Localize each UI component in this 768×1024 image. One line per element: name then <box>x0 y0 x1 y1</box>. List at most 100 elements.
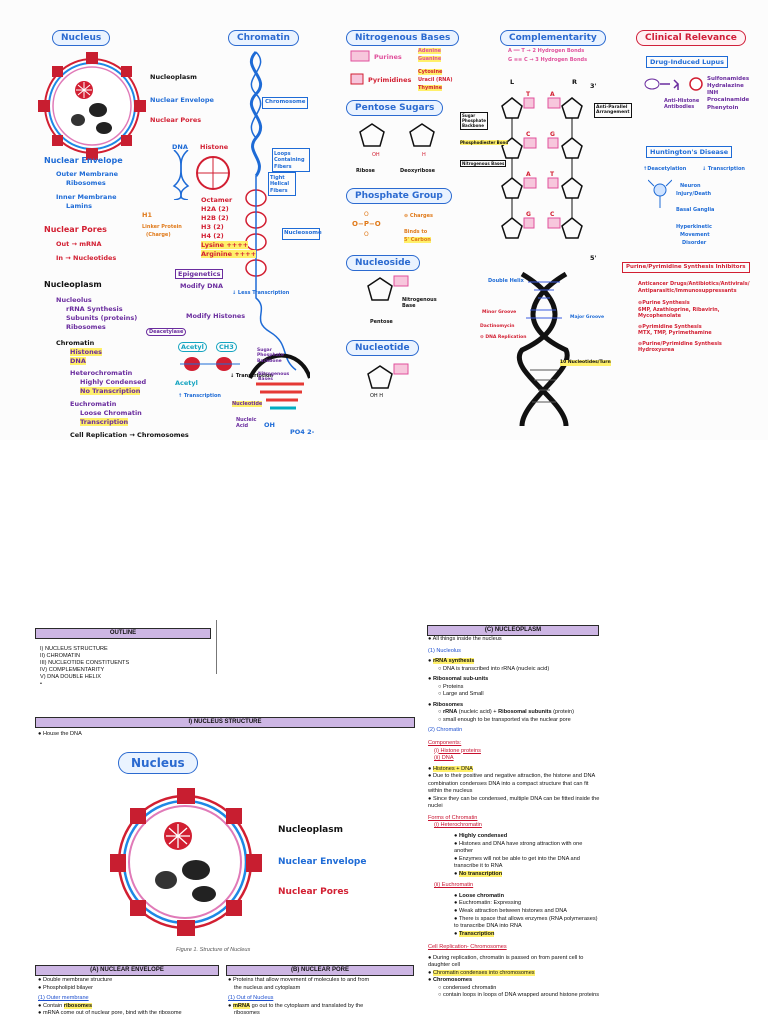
double-helix-diagram <box>516 271 570 427</box>
base-letter-6: T <box>550 171 555 178</box>
pyrimidine-icon <box>350 73 364 85</box>
dna-helix-small <box>172 150 190 200</box>
pentose-label: Pentose <box>370 319 393 325</box>
svg-text:O: O <box>364 231 369 238</box>
plasm-cell-rep: Cell Replication → Chromosomes <box>70 431 189 439</box>
plasm-subunits: Subunits (proteins) <box>66 314 138 322</box>
hd-basal: Basal Ganglia <box>676 207 715 213</box>
nucleoside-title: Nucleoside <box>346 255 420 271</box>
chromatin-title: Chromatin <box>228 30 299 46</box>
chromatin-diagram <box>245 50 310 410</box>
histone-h2a: H2A (2) <box>201 205 229 213</box>
pentose-title: Pentose Sugars <box>346 100 444 116</box>
phosphodiester-label: Phosphodiester Bond <box>460 140 509 145</box>
plasm-histones: Histones <box>70 348 103 357</box>
nucleotides-turn-label: 10 Nucleotides/Turn <box>560 360 611 366</box>
plasm-highly: Highly Condensed <box>80 378 147 386</box>
base-letter-3: C <box>526 131 531 138</box>
plasm-eu: Euchromatin <box>70 400 117 408</box>
pore-header: (B) NUCLEAR PORE <box>226 965 414 976</box>
pp-items: Anticancer Drugs/Antibiotics/Antivirals/… <box>638 281 750 353</box>
svg-text:O: O <box>364 211 369 218</box>
cytosine-label: Cytosine <box>418 69 443 76</box>
hd-deacetylation: ↑Deacetylation <box>643 166 687 172</box>
nitrogenous-bases-box: Nitrogenous Bases <box>460 160 507 167</box>
house-dna-line: ● House the DNA <box>38 731 82 737</box>
figure-nucleus-title: Nucleus <box>118 752 198 774</box>
svg-text:OH H: OH H <box>370 393 383 398</box>
envelope-ribosomes: Ribosomes <box>66 179 106 187</box>
acetyl-label-2: Acetyl <box>175 379 198 387</box>
nucleoplasm-label: Nucleoplasm <box>150 73 197 81</box>
adenine-label: Adenine <box>418 48 442 55</box>
epigenetics-label: Epigenetics <box>175 269 224 280</box>
purine-icon <box>350 50 370 62</box>
plasm-ribosomes: Ribosomes <box>66 323 106 331</box>
envelope-lamins: Lamins <box>66 202 93 210</box>
strand-l: L <box>510 78 515 86</box>
less-tx-label: ↓ Less Transcription <box>232 290 290 296</box>
pair-at: A ══ T → 2 Hydrogen Bonds <box>508 48 585 54</box>
strand-r: R <box>572 78 578 86</box>
modify-dna-label: Modify DNA <box>180 282 224 290</box>
lupus-antibody-icon <box>644 77 703 91</box>
pores-in: In → Nucleotides <box>56 254 117 262</box>
po4-label: PO4 2- <box>290 428 315 436</box>
base-letter-1: T <box>526 91 531 98</box>
complementarity-title: Complementarity <box>500 30 606 46</box>
nucleosome-label: Nucleosome <box>284 230 322 236</box>
acetyl-label: Acetyl <box>178 342 207 353</box>
uracil-label: Uracil (RNA) <box>418 77 453 83</box>
hd-transcription: ↓ Transcription <box>702 166 745 172</box>
envelope-outer: Outer Membrane <box>56 170 119 178</box>
plasm-hetero: Heterochromatin <box>70 369 133 377</box>
histone-octamer-icon <box>196 156 230 190</box>
hd-hyperkinetic: Hyperkinetic <box>676 224 712 230</box>
purines-label: Purines <box>374 53 402 61</box>
nucleotide-diagram: OH H <box>367 363 409 398</box>
modify-histones-label: Modify Histones <box>186 312 246 320</box>
pair-gc: G ≡≡ C → 3 Hydrogen Bonds <box>508 57 588 63</box>
ribose-label: Ribose <box>356 168 375 174</box>
chromosome-label: Chromosome <box>265 99 306 105</box>
envelope-head: Nuclear Envelope <box>44 156 123 165</box>
tx-up-label: ↑ Transcription <box>178 393 221 399</box>
huntington-title: Huntington's Disease <box>646 146 733 159</box>
outline-header: OUTLINE <box>35 628 211 639</box>
plasm-tx: Transcription <box>80 418 129 427</box>
h1-label: H1 <box>142 211 152 219</box>
hd-neuron: Neuron <box>680 183 701 189</box>
oh-label: OH <box>264 421 275 429</box>
plasm-nucleolus: Nucleolus <box>56 296 92 304</box>
hd-disorder: Disorder <box>682 240 707 246</box>
guanine-label: Guanine <box>418 56 442 63</box>
phos-5carbon: 5' Carbon <box>404 237 431 244</box>
figure-caption: Figure 1. Structure of Nucleus <box>176 947 251 953</box>
loops-label: Loops Containing Fibers <box>274 151 305 170</box>
plasm-loose: Loose Chromatin <box>80 409 142 417</box>
phos-charges: ⊖ Charges <box>404 213 433 219</box>
envelope-header: (A) NUCLEAR ENVELOPE <box>35 965 219 976</box>
svg-text:H: H <box>422 152 426 158</box>
histone-lysine: Lysine ++++ <box>201 241 249 250</box>
bases-title: Nitrogenous Bases <box>346 30 460 46</box>
nuclear-envelope-label: Nuclear Envelope <box>150 96 214 104</box>
plasm-dna: DNA <box>70 357 86 366</box>
neuron-icon <box>648 179 672 208</box>
pyrimidines-label: Pyrimidines <box>368 76 412 84</box>
plasm-rrna: rRNA Synthesis <box>66 305 123 313</box>
major-groove-label: Major Groove <box>570 315 605 320</box>
svg-text:OH: OH <box>372 152 380 158</box>
tight-fibers-label: Tight Helical Fibers <box>270 175 290 194</box>
dna-label: DNA <box>172 143 188 151</box>
tx-down-label: ↓ Transcription <box>230 373 273 379</box>
hd-injury: Injury/Death <box>676 191 712 197</box>
base-letter-4: G <box>550 131 555 138</box>
nucleoside-diagram <box>367 275 409 301</box>
